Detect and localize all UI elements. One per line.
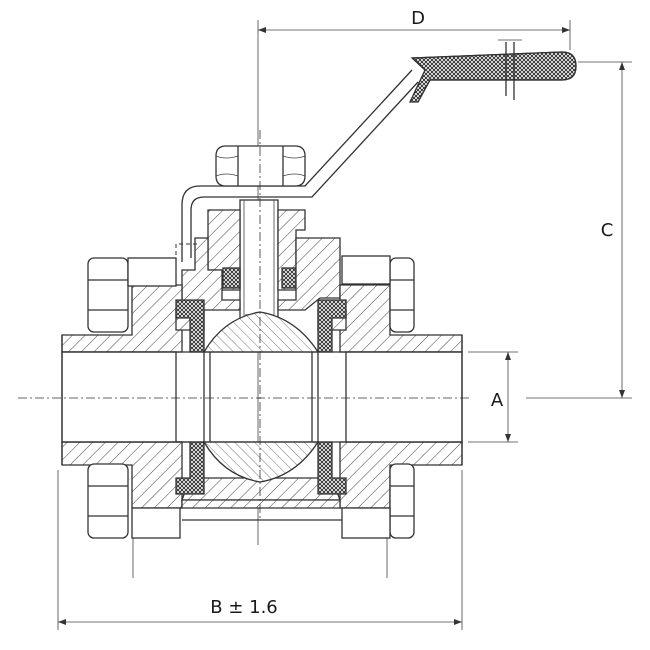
dimension-c: C <box>526 61 632 399</box>
lever-handle <box>181 39 577 262</box>
left-end-cap <box>61 284 183 509</box>
gland <box>175 209 341 311</box>
lower-left-bolt <box>87 463 181 539</box>
upper-right-bolt <box>341 255 415 333</box>
dimension-b-label: B ± 1.6 <box>210 597 278 618</box>
dimension-b: B ± 1.6 <box>57 470 463 630</box>
seats <box>175 299 347 495</box>
upper-left-bolt <box>87 257 177 333</box>
stem-nut <box>215 145 306 187</box>
dimension-d-label: D <box>411 8 425 29</box>
lower-right-bolt <box>341 463 415 539</box>
dimension-c-label: C <box>601 220 614 241</box>
right-end-cap <box>339 284 463 509</box>
dimension-a-label: A <box>491 390 504 411</box>
dimension-a: A <box>468 351 518 443</box>
ball <box>202 311 320 483</box>
